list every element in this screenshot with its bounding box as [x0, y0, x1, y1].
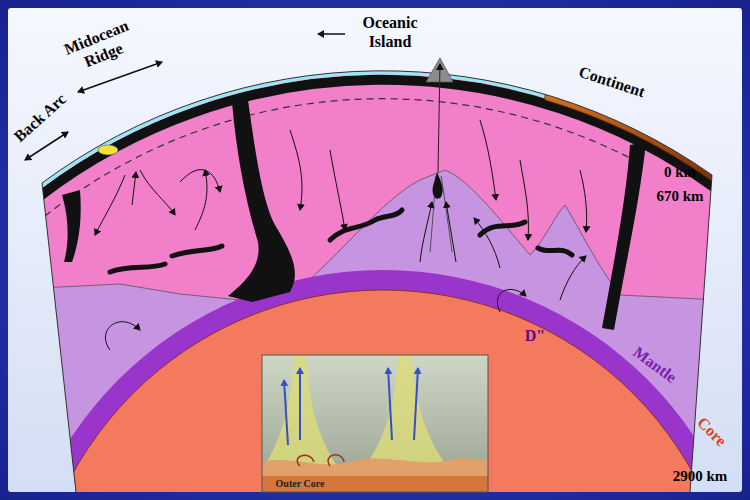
inset-plume — [262, 355, 340, 470]
670-km-dashed-line — [45, 99, 630, 216]
flow-arrow — [140, 170, 175, 215]
inset-eddy — [297, 455, 314, 466]
feature-label: Oceanic Island — [348, 13, 432, 51]
plume-inset — [262, 355, 488, 492]
depth-label: 670 km — [648, 187, 712, 205]
subducting-slab — [602, 142, 646, 330]
inset-label: Outer Core — [260, 478, 340, 490]
slab-fragment — [172, 246, 222, 256]
flow-arrow — [560, 256, 586, 300]
inset-eddy — [328, 455, 344, 466]
slab-fragment — [538, 248, 572, 255]
wedge-outline — [42, 71, 712, 492]
inset-plume — [362, 355, 450, 470]
flow-arrow — [195, 170, 207, 230]
slab-fragment — [480, 222, 525, 235]
flow-arrow — [446, 202, 456, 262]
plume-head — [433, 172, 443, 199]
flow-arrow — [497, 289, 526, 312]
continent-melt — [562, 89, 582, 97]
lithosphere — [40, 80, 715, 196]
flow-arrow — [480, 120, 496, 200]
flow-arrow — [290, 130, 302, 210]
feature-label: Continent — [561, 57, 662, 106]
subducting-slab — [228, 100, 295, 302]
feature-label: Back Arc — [0, 81, 80, 155]
flow-arrow — [474, 218, 500, 268]
layer-label: D" — [520, 326, 550, 345]
inset-border — [262, 355, 488, 492]
flow-arrow — [105, 322, 140, 350]
flow-arrow — [95, 175, 125, 235]
back-arc-slab — [62, 190, 81, 262]
layer-label: Mantle — [621, 337, 689, 394]
plume-conduit — [438, 64, 440, 172]
flow-arrow — [132, 172, 136, 205]
feature-label: Midocean Ridge — [54, 12, 146, 79]
depth-label: 0 km — [650, 163, 710, 181]
slab-fragment — [110, 264, 165, 272]
inset-background — [262, 355, 488, 492]
inset-flow-arrow — [299, 368, 301, 440]
convection-arrows — [95, 120, 587, 350]
core — [29, 290, 737, 500]
layer-label: Core — [688, 408, 737, 457]
plate-motion-arrow — [318, 33, 345, 35]
flow-arrow — [420, 202, 432, 262]
depth-label: 2900 km — [665, 467, 735, 485]
flow-arrow — [180, 170, 220, 192]
inset-flow-arrow — [388, 368, 392, 440]
inset-flow-arrow — [414, 368, 418, 440]
ridge-melt — [98, 145, 118, 155]
slab-fragment — [330, 210, 402, 240]
d-double-prime-layer — [9, 270, 750, 500]
flow-arrow — [330, 150, 345, 230]
continent-melt — [595, 96, 611, 104]
inset-flow-arrow — [284, 380, 288, 445]
flow-arrow — [520, 160, 528, 240]
flow-arrow — [580, 170, 587, 232]
